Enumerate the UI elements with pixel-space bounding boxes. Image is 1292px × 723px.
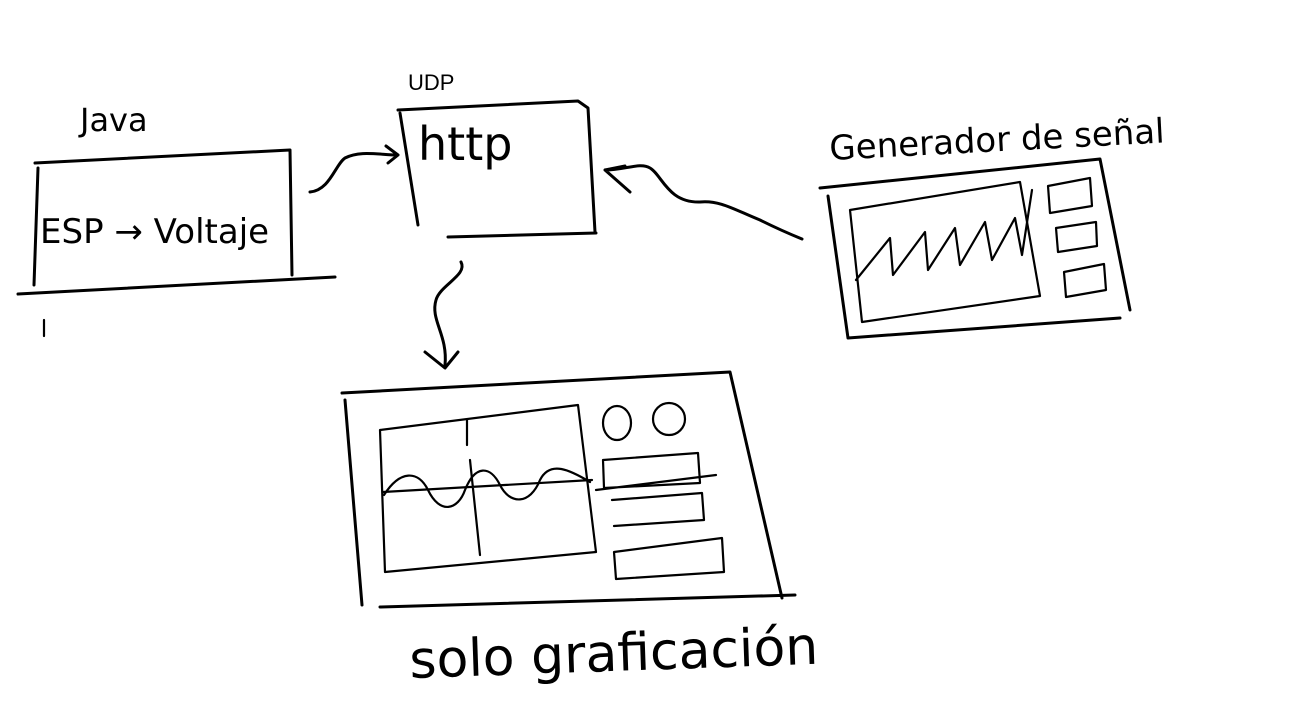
display-plot-area <box>378 403 598 574</box>
generador-button-2 <box>1054 220 1099 254</box>
http-box-outline <box>396 99 598 239</box>
arrow-http-to-display <box>423 260 464 370</box>
generador-screen <box>848 180 1042 324</box>
java-label: Java <box>78 101 148 139</box>
generador-box-outline <box>818 157 1132 340</box>
generador-node: Generador de señal <box>818 111 1165 340</box>
display-sine-signal <box>382 467 592 508</box>
display-box-outline <box>340 370 797 609</box>
display-control-2 <box>610 491 706 528</box>
display-control-3 <box>612 536 726 581</box>
display-control-1 <box>594 451 718 492</box>
esp-box-outline <box>16 148 337 296</box>
display-knob-2 <box>651 401 687 437</box>
solo-graficacion-label: solo graficación <box>408 617 819 691</box>
generador-button-1 <box>1046 176 1094 215</box>
generador-sawtooth-signal <box>854 188 1034 282</box>
generador-label: Generador de señal <box>828 111 1165 169</box>
arrow-esp-to-http <box>308 144 400 194</box>
display-crosshair <box>381 418 594 557</box>
udp-label: UDP <box>408 70 454 95</box>
generador-button-3 <box>1062 262 1108 299</box>
http-label: http <box>418 117 512 171</box>
display-node: solo graficación <box>340 370 819 691</box>
display-knob-1 <box>601 404 633 442</box>
esp-node: Java ESP → Voltaje <box>16 101 337 338</box>
http-node: UDP http <box>396 70 598 239</box>
esp-voltaje-label: ESP → Voltaje <box>40 212 269 252</box>
arrow-generador-to-http <box>603 164 804 241</box>
